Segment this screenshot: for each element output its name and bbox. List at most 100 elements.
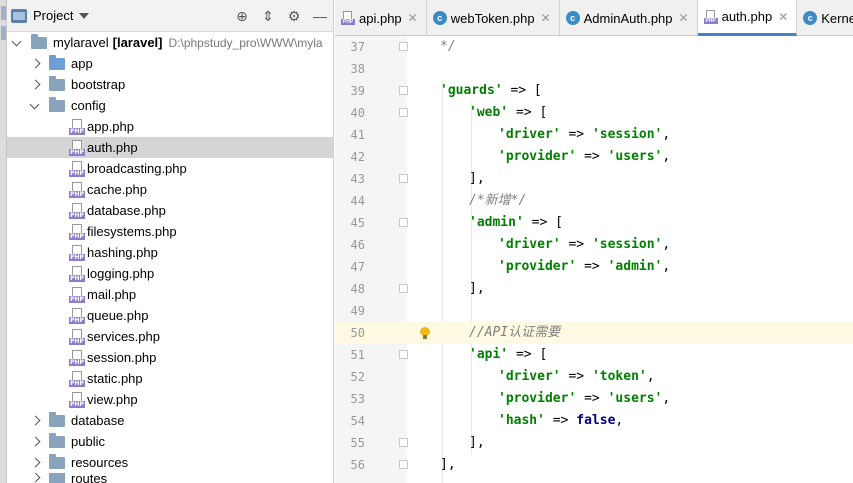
fold-icon[interactable] <box>399 218 408 227</box>
tree-folder-public[interactable]: public <box>7 431 333 452</box>
code-line[interactable]: 41 'driver' => 'session', <box>335 124 853 146</box>
chevron-right-icon[interactable] <box>29 415 41 427</box>
minimize-icon[interactable]: — <box>313 8 327 24</box>
code-line[interactable]: 38 <box>335 58 853 80</box>
line-number: 51 <box>350 348 365 362</box>
folder-label: routes <box>71 473 108 483</box>
code-line[interactable]: 53 'provider' => 'users', <box>335 388 853 410</box>
fold-icon[interactable] <box>399 350 408 359</box>
fold-icon[interactable] <box>399 108 408 117</box>
folder-icon <box>49 54 65 70</box>
code-line[interactable]: 40 'web' => [ <box>335 102 853 124</box>
tree-folder-resources[interactable]: resources <box>7 452 333 473</box>
tree-folder-bootstrap[interactable]: bootstrap <box>7 74 333 95</box>
chevron-right-icon[interactable] <box>29 79 41 91</box>
code-line[interactable]: 48 ], <box>335 278 853 300</box>
chevron-down-icon[interactable] <box>29 100 41 112</box>
close-icon[interactable]: ✕ <box>778 9 789 24</box>
tree-root-mylaravel[interactable]: mylaravel [laravel] D:\phpstudy_pro\WWW\… <box>7 32 333 53</box>
line-number: 40 <box>350 106 365 120</box>
tab-label: api.php <box>359 10 402 26</box>
fold-icon[interactable] <box>399 284 408 293</box>
code-text: 'provider' => 'users', <box>498 391 671 406</box>
tree-folder-routes-partial[interactable]: routes <box>7 473 333 483</box>
chevron-right-icon[interactable] <box>29 473 41 483</box>
chevron-right-icon[interactable] <box>29 58 41 70</box>
gear-icon[interactable]: ⚙ <box>287 8 301 24</box>
chevron-right-icon[interactable] <box>29 436 41 448</box>
code-area[interactable] <box>407 36 853 483</box>
code-line[interactable]: 47 'provider' => 'admin', <box>335 256 853 278</box>
tree-folder-app[interactable]: app <box>7 53 333 74</box>
project-view-selector[interactable]: Project <box>33 8 74 23</box>
line-number: 39 <box>350 84 365 98</box>
file-label: view.php <box>87 392 138 407</box>
locate-file-icon[interactable]: ⊕ <box>236 8 248 24</box>
php-file-icon: PHP <box>69 328 85 345</box>
code-line[interactable]: 55 ], <box>335 432 853 454</box>
tab-api-php[interactable]: PHP api.php ✕ <box>335 0 427 36</box>
tab-label: AdminAuth.php <box>583 10 673 26</box>
php-file-icon: PHP <box>69 139 85 156</box>
code-text: 'api' => [ <box>469 347 548 362</box>
line-number: 45 <box>350 216 365 230</box>
code-line[interactable]: 56 ], <box>335 454 853 476</box>
structure-tool-window-button[interactable] <box>1 26 6 40</box>
code-line-current[interactable]: 50 //API认证需要 <box>335 322 853 344</box>
line-number: 42 <box>350 150 365 164</box>
code-line[interactable]: 46 'driver' => 'session', <box>335 234 853 256</box>
tab-webtoken-php[interactable]: c webToken.php ✕ <box>427 0 560 36</box>
collapse-all-icon[interactable]: ⇕ <box>262 8 274 24</box>
file-label: static.php <box>87 371 143 386</box>
project-tool-window-button[interactable] <box>1 6 6 20</box>
code-text: 'hash' => false, <box>498 413 624 428</box>
tab-kernel[interactable]: c Kerne <box>797 0 853 36</box>
tab-adminauth-php[interactable]: c AdminAuth.php ✕ <box>560 0 698 36</box>
line-number: 49 <box>350 304 365 318</box>
code-text: 'driver' => 'session', <box>498 237 671 252</box>
fold-icon[interactable] <box>399 42 408 51</box>
close-icon[interactable]: ✕ <box>540 11 551 25</box>
chevron-right-icon[interactable] <box>29 457 41 469</box>
lightbulb-icon[interactable] <box>420 327 430 339</box>
code-line[interactable]: 42 'provider' => 'users', <box>335 146 853 168</box>
code-line[interactable]: 54 'hash' => false, <box>335 410 853 432</box>
tree-folder-database[interactable]: database <box>7 410 333 431</box>
code-line[interactable]: 45 'admin' => [ <box>335 212 853 234</box>
code-line[interactable]: 37 */ <box>335 36 853 58</box>
tab-auth-php[interactable]: PHP auth.php ✕ <box>697 0 798 36</box>
code-line[interactable]: 51 'api' => [ <box>335 344 853 366</box>
close-icon[interactable]: ✕ <box>678 11 689 25</box>
fold-icon[interactable] <box>399 438 408 447</box>
code-line[interactable]: 49 <box>335 300 853 322</box>
indent-guide <box>471 102 472 454</box>
code-line[interactable]: 43 ], <box>335 168 853 190</box>
fold-icon[interactable] <box>399 86 408 95</box>
code-text: 'driver' => 'session', <box>498 127 671 142</box>
tree-folder-config[interactable]: config <box>7 95 333 116</box>
file-label: database.php <box>87 203 166 218</box>
fold-icon[interactable] <box>399 174 408 183</box>
code-line[interactable]: 52 'driver' => 'token', <box>335 366 853 388</box>
code-line[interactable]: 44 /*新增*/ <box>335 190 853 212</box>
code-line[interactable]: 39 'guards' => [ <box>335 80 853 102</box>
chevron-down-icon[interactable] <box>11 37 23 49</box>
editor-tabbar: PHP api.php ✕ c webToken.php ✕ c AdminAu… <box>335 0 853 36</box>
close-icon[interactable]: ✕ <box>407 11 418 25</box>
fold-icon[interactable] <box>399 460 408 469</box>
chevron-down-icon[interactable] <box>79 12 90 19</box>
